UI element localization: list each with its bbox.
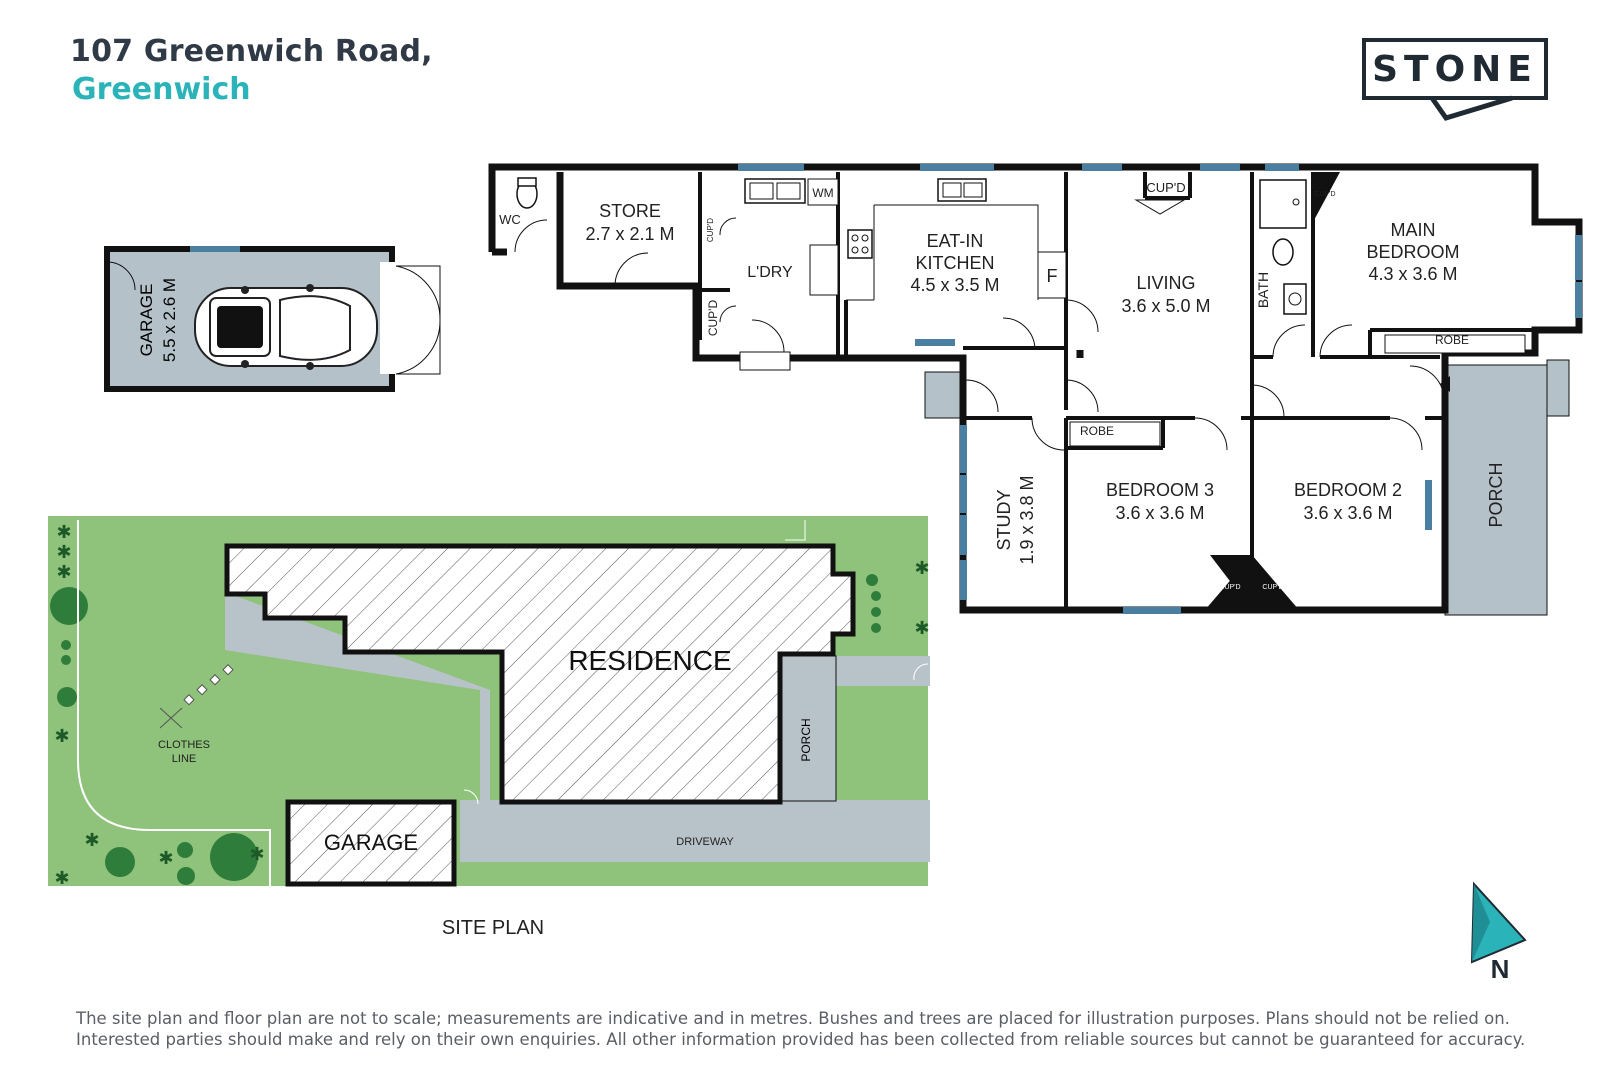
bedroom2-size: 3.6 x 3.6 M: [1303, 503, 1392, 523]
kitchen-label-1: EAT-IN: [927, 231, 984, 251]
svg-text:✱: ✱: [914, 618, 929, 638]
bed-cupd-corner: [1205, 555, 1299, 610]
site-doors: [463, 520, 929, 805]
garage-size: 5.5 x 2.6 M: [160, 278, 179, 362]
wm-label: WM: [812, 186, 833, 200]
svg-text:✱: ✱: [249, 844, 264, 864]
svg-text:✱: ✱: [914, 558, 929, 578]
wc-label: WC: [499, 212, 521, 227]
svg-text:✱: ✱: [56, 562, 71, 582]
main-bedroom-label-1: MAIN: [1391, 220, 1436, 240]
bush-stars: ✱ ✱ ✱ ✱ ✱ ✱ ✱ ✱ ✱ ✱: [54, 522, 929, 888]
windows: [738, 164, 1582, 614]
residence-label: RESIDENCE: [568, 645, 731, 676]
disclaimer-line-1: The site plan and floor plan are not to …: [76, 1009, 1510, 1028]
north-label: N: [1491, 954, 1510, 984]
cupd-bed2: CUP'D: [1262, 584, 1283, 591]
main-bedroom-size: 4.3 x 3.6 M: [1368, 264, 1457, 284]
svg-text:✱: ✱: [158, 848, 173, 868]
room-labels: WC STORE 2.7 x 2.1 M L'DRY WM CUP'D CUP'…: [499, 180, 1506, 591]
svg-text:✱: ✱: [84, 830, 99, 850]
main-bedroom-label-2: BEDROOM: [1366, 242, 1459, 262]
disclaimer-line-2: Interested parties should make and rely …: [76, 1030, 1526, 1049]
car-icon: [194, 284, 378, 370]
bath-cupd-corner: [1313, 172, 1340, 222]
living-size: 3.6 x 5.0 M: [1121, 296, 1210, 316]
bedroom3-size: 3.6 x 3.6 M: [1115, 503, 1204, 523]
cupd-laundry-2: CUP'D: [706, 300, 720, 337]
svg-text:✱: ✱: [54, 868, 69, 888]
svg-text:✱: ✱: [56, 522, 71, 542]
address-street: 107 Greenwich Road,: [70, 34, 433, 69]
kitchen-label-2: KITCHEN: [915, 253, 994, 273]
bedroom3-label: BEDROOM 3: [1106, 480, 1214, 500]
clothes-line-label-2: LINE: [172, 753, 196, 765]
porch-label: PORCH: [1486, 462, 1506, 527]
cupd-bed3: CUP'D: [1219, 584, 1240, 591]
bedroom2-label: BEDROOM 2: [1294, 480, 1402, 500]
site-plan: RESIDENCE PORCH GARAGE DRIVEWAY CLOTHES …: [48, 516, 930, 939]
house-floor-plan: WC STORE 2.7 x 2.1 M L'DRY WM CUP'D CUP'…: [488, 163, 1583, 616]
cupd-living: CUP'D: [1146, 180, 1185, 195]
site-garage-label: GARAGE: [324, 830, 418, 855]
site-garage: [285, 799, 457, 887]
bath-label: BATH: [1255, 272, 1271, 308]
address-suburb: Greenwich: [72, 72, 251, 107]
residence-footprint: [224, 543, 856, 805]
study-label: STUDY: [994, 489, 1014, 550]
interior-walls: [698, 172, 1535, 610]
fixtures: [516, 172, 1526, 610]
floor-garage: GARAGE 5.5 x 2.6 M: [104, 246, 441, 392]
clothes-line-icon: [159, 664, 234, 729]
north-arrow-icon: N: [1470, 881, 1527, 984]
kitchen-size: 4.5 x 3.5 M: [910, 275, 999, 295]
porch-area: [1444, 364, 1548, 616]
study-size: 1.9 x 3.8 M: [1017, 475, 1037, 564]
bath-toilet-icon: [1272, 238, 1294, 266]
logo-wordmark: STONE: [1362, 38, 1548, 100]
svg-text:✱: ✱: [56, 542, 71, 562]
svg-text:✱: ✱: [54, 726, 69, 746]
basin-icon: [1283, 283, 1307, 315]
logo-tail-icon: [1429, 95, 1513, 121]
robe-bed3-label: ROBE: [1080, 424, 1114, 438]
disclaimer: The site plan and floor plan are not to …: [76, 1008, 1556, 1050]
driveway-label: DRIVEWAY: [676, 836, 734, 848]
fridge-label: F: [1047, 266, 1058, 286]
kitchen-sink-icon: [937, 178, 987, 202]
site-porch-label: PORCH: [799, 718, 813, 761]
clothes-line-label-1: CLOTHES: [158, 739, 210, 751]
robe-main-label: ROBE: [1435, 333, 1469, 347]
agency-logo: STONE: [1362, 38, 1552, 128]
garage-label: GARAGE: [137, 284, 156, 357]
store-label: STORE: [599, 201, 661, 221]
garage-window: [190, 246, 240, 252]
cupd-bath: CUP'D: [1314, 191, 1335, 198]
store-size: 2.7 x 2.1 M: [585, 224, 674, 244]
door-swings: [514, 217, 1445, 451]
site-plan-title: SITE PLAN: [442, 917, 544, 939]
cupd-laundry-1: CUP'D: [706, 218, 715, 242]
cooktop-icon: [847, 229, 873, 259]
laundry-label: L'DRY: [747, 264, 793, 281]
shower-icon: [1259, 179, 1307, 229]
living-label: LIVING: [1136, 273, 1195, 293]
